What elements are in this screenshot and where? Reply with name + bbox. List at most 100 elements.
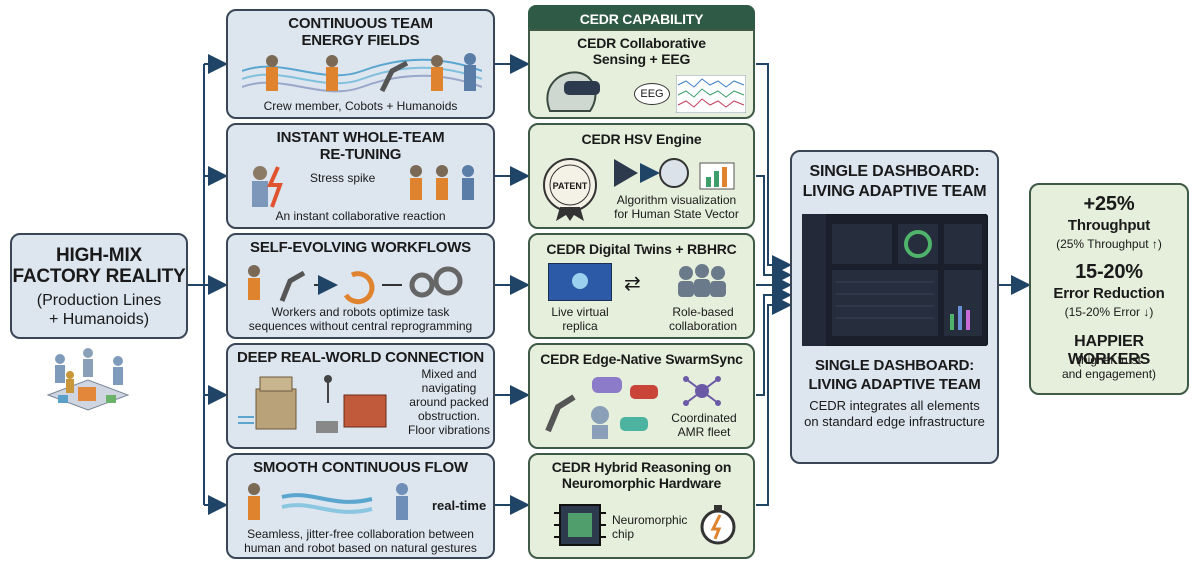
capability-hsv-engine: CEDR HSV Engine PATENT Algorithm visuali… <box>528 123 755 229</box>
team-energy-waves-icon <box>242 53 482 93</box>
problem-connection: DEEP REAL-WORLD CONNECTION Mixed and nav… <box>226 343 495 449</box>
problem-energy-fields: CONTINUOUS TEAM ENERGY FIELDS Crew membe… <box>226 9 495 119</box>
dashboard-title: SINGLE DASHBOARD: LIVING ADAPTIVE TEAM <box>792 162 997 202</box>
problem-flow-title: SMOOTH CONTINUOUS FLOW <box>253 459 468 476</box>
factory-reality-box: HIGH-MIX FACTORY REALITY (Production Lin… <box>10 233 188 339</box>
workflow-cycle-icon <box>248 265 463 305</box>
chip-caption-line2: chip <box>612 527 635 541</box>
capability-hsv-title: CEDR HSV Engine <box>581 131 702 147</box>
problem-flow-caption-line2: human and robot based on natural gesture… <box>244 541 477 555</box>
capability-hsv-caption-line1: Algorithm visualization <box>616 193 737 207</box>
problem-energy-title: CONTINUOUS TEAM ENERGY FIELDS <box>228 15 493 49</box>
happier-workers-note-line2: and engagement) <box>1061 367 1157 381</box>
connection-side-line1: Mixed and <box>421 367 477 381</box>
problem-flow-caption: Seamless, jitter-free collaboration betw… <box>228 527 493 555</box>
patent-badge-label: PATENT <box>552 181 588 191</box>
problem-re-tuning: INSTANT WHOLE-TEAM RE-TUNING Stress spik… <box>226 123 495 229</box>
problem-workflows-caption: Workers and robots optimize task sequenc… <box>228 305 493 333</box>
exchange-arrows-icon: ⇄ <box>624 273 641 295</box>
problem-workflows-title: SELF-EVOLVING WORKFLOWS <box>250 239 471 256</box>
problem-continuous-flow: SMOOTH CONTINUOUS FLOW real-time Seamles… <box>226 453 495 559</box>
team-reaction-icon <box>410 165 474 200</box>
throughput-note: (25% Throughput ↑) <box>1056 237 1162 251</box>
problem-retune-title: INSTANT WHOLE-TEAM RE-TUNING <box>228 129 493 163</box>
swarmsync-caption-line1: Coordinated <box>671 411 737 425</box>
happier-workers-label: HAPPIER WORKERS <box>1067 333 1151 368</box>
dashboard-subtitle-line1: SINGLE DASHBOARD: <box>814 357 975 374</box>
factory-robots-icon <box>46 348 130 411</box>
capability-swarmsync-title: CEDR Edge-Native SwarmSync <box>540 351 743 367</box>
capability-digital-twins: CEDR Digital Twins + RBHRC ⇄ Live virtua… <box>528 233 755 339</box>
eeg-label: EEG <box>634 83 670 105</box>
capability-sensing-title-line1: CEDR Collaborative <box>577 35 706 51</box>
stressed-worker-icon <box>252 166 283 208</box>
real-time-label: real-time <box>432 498 487 513</box>
problem-energy-caption: Crew member, Cobots + Humanoids <box>263 99 458 113</box>
capability-neuro-title: CEDR Hybrid Reasoning on Neuromorphic Ha… <box>530 459 753 491</box>
results-box: +25% Throughput (25% Throughput ↑) 15-20… <box>1029 183 1189 395</box>
eeg-headset-icon <box>546 71 600 112</box>
connection-side-line4: obstruction. <box>417 409 481 423</box>
factory-title-line1: HIGH-MIX <box>55 245 142 266</box>
capability-header-label: CEDR CAPABILITY <box>579 11 704 27</box>
dashboard-box: SINGLE DASHBOARD: LIVING ADAPTIVE TEAM S… <box>790 150 999 464</box>
dashboard-description-line2: on standard edge infrastructure <box>804 414 985 429</box>
capability-twins-title: CEDR Digital Twins + RBHRC <box>546 241 737 257</box>
capability-sensing-title-line2: Sensing + EEG <box>592 51 691 67</box>
stress-spike-label: Stress spike <box>310 171 376 185</box>
amr-fleet-icon <box>545 377 658 439</box>
dashboard-description: CEDR integrates all elements on standard… <box>792 398 997 430</box>
factory-subtitle: (Production Lines + Humanoids) <box>12 291 186 329</box>
error-reduction-value: 15-20% <box>1075 261 1143 283</box>
chip-caption-line1: Neuromorphic <box>612 513 688 527</box>
neuromorphic-chip-icon <box>554 504 606 546</box>
error-reduction-label: Error Reduction <box>1053 285 1165 302</box>
dashboard-subtitle: SINGLE DASHBOARD: LIVING ADAPTIVE TEAM <box>792 356 997 394</box>
problem-workflows-caption-line2: sequences without central reprogramming <box>248 319 473 333</box>
throughput-value: +25% <box>1083 193 1135 215</box>
swarmsync-caption-line2: AMR fleet <box>677 425 731 439</box>
dashboard-subtitle-line2: LIVING ADAPTIVE TEAM <box>808 376 981 393</box>
live-replica-caption-line1: Live virtual <box>551 305 609 319</box>
error-reduction-note: (15-20% Error ↓) <box>1064 305 1154 319</box>
dashboard-screenshot-icon <box>802 214 988 346</box>
capability-neuro-title-line2: Neuromorphic Hardware <box>561 475 722 491</box>
problem-energy-title-line2: ENERGY FIELDS <box>301 32 420 49</box>
throughput-label: Throughput <box>1067 217 1151 234</box>
live-replica-caption: Live virtual replica <box>536 305 624 333</box>
problem-workflows: SELF-EVOLVING WORKFLOWS Workers and robo… <box>226 233 495 339</box>
virtual-replica-screen-icon <box>548 263 612 301</box>
role-based-caption-line2: collaboration <box>668 319 738 333</box>
connection-side-line3: around packed <box>409 395 489 409</box>
hsv-engine-icon <box>614 158 735 190</box>
network-node-icon <box>683 376 721 406</box>
patent-seal-icon <box>543 158 597 221</box>
role-based-caption-line1: Role-based <box>672 305 734 319</box>
capability-header: CEDR CAPABILITY <box>528 5 755 31</box>
happier-workers-note: (higher trust and engagement) <box>1031 353 1187 381</box>
capability-sensing-eeg: CEDR Collaborative Sensing + EEG EEG <box>528 29 755 119</box>
eeg-waveform-icon <box>676 75 746 113</box>
factory-title: HIGH-MIX FACTORY REALITY <box>12 245 186 287</box>
capability-hsv-caption-line2: for Human State Vector <box>614 207 739 221</box>
chip-caption: Neuromorphic chip <box>612 513 687 541</box>
role-based-caption: Role-based collaboration <box>658 305 748 333</box>
problem-energy-title-line1: CONTINUOUS TEAM <box>288 15 433 32</box>
problem-connection-side-text: Mixed and navigating around packed obstr… <box>406 367 492 437</box>
human-robot-gesture-icon <box>248 483 408 520</box>
problem-retune-title-line2: RE-TUNING <box>319 146 402 163</box>
problem-retune-caption: An instant collaborative reaction <box>275 209 446 223</box>
happier-workers-note-line1: (higher trust <box>1076 353 1142 367</box>
connection-side-line2: navigating <box>421 381 477 395</box>
capability-neuromorphic: CEDR Hybrid Reasoning on Neuromorphic Ha… <box>528 453 755 559</box>
capability-sensing-title: CEDR Collaborative Sensing + EEG <box>530 35 753 67</box>
dashboard-title-line2: LIVING ADAPTIVE TEAM <box>802 183 987 200</box>
factory-subtitle-line2: + Humanoids) <box>48 311 150 328</box>
factory-subtitle-line1: (Production Lines <box>36 292 162 309</box>
dashboard-description-line1: CEDR integrates all elements <box>809 398 980 413</box>
problem-connection-title: DEEP REAL-WORLD CONNECTION <box>236 349 485 366</box>
dashboard-title-line1: SINGLE DASHBOARD: <box>809 163 980 180</box>
problem-flow-caption-line1: Seamless, jitter-free collaboration betw… <box>247 527 474 541</box>
factory-title-line2: FACTORY REALITY <box>12 266 186 287</box>
